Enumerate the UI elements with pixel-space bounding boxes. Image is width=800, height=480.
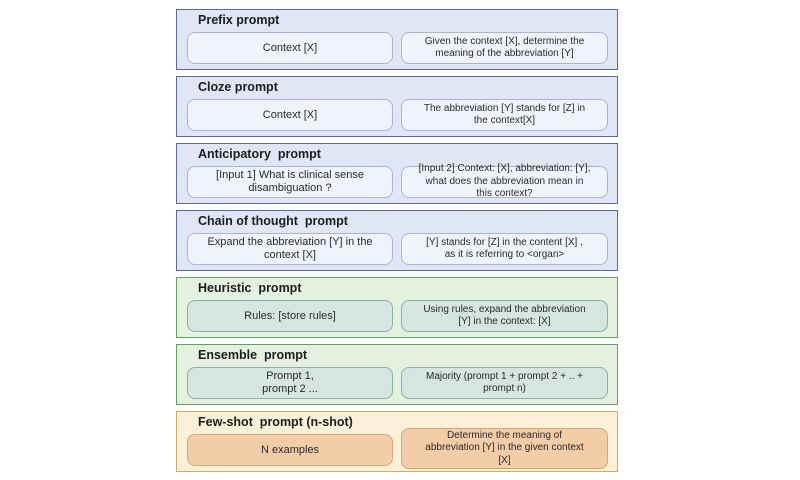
panel-title: Heuristic prompt bbox=[198, 281, 302, 295]
prompt-template-box: The abbreviation [Y] stands for [Z] in t… bbox=[401, 99, 608, 131]
input-box: [Input 1] What is clinical sense disambi… bbox=[187, 166, 393, 198]
panel-title: Few-shot prompt (n-shot) bbox=[198, 415, 353, 429]
cloze-prompt-panel: Cloze prompt Context [X] The abbreviatio… bbox=[176, 76, 618, 137]
prompt-types-diagram: Prefix prompt Context [X] Given the cont… bbox=[176, 9, 618, 478]
chain-of-thought-prompt-panel: Chain of thought prompt Expand the abbre… bbox=[176, 210, 618, 271]
input-box: Expand the abbreviation [Y] in the conte… bbox=[187, 233, 393, 265]
heuristic-prompt-panel: Heuristic prompt Rules: [store rules] Us… bbox=[176, 277, 618, 338]
anticipatory-prompt-panel: Anticipatory prompt [Input 1] What is cl… bbox=[176, 143, 618, 204]
input-box: Context [X] bbox=[187, 32, 393, 64]
prompt-template-box: [Y] stands for [Z] in the content [X] , … bbox=[401, 233, 608, 265]
prompt-template-box: Majority (prompt 1 + prompt 2 + .. + pro… bbox=[401, 367, 608, 399]
panel-title: Prefix prompt bbox=[198, 13, 280, 27]
input-box: Prompt 1, prompt 2 ... bbox=[187, 367, 393, 399]
input-box: N examples bbox=[187, 434, 393, 466]
prompt-template-box: Determine the meaning of abbreviation [Y… bbox=[401, 428, 608, 469]
prompt-template-box: Given the context [X], determine the mea… bbox=[401, 32, 608, 64]
prompt-template-box: [Input 2] Context: [X], abbreviation: [Y… bbox=[401, 163, 608, 199]
panel-title: Cloze prompt bbox=[198, 80, 278, 94]
few-shot-prompt-panel: Few-shot prompt (n-shot) N examples Dete… bbox=[176, 411, 618, 472]
input-box: Context [X] bbox=[187, 99, 393, 131]
panel-title: Chain of thought prompt bbox=[198, 214, 348, 228]
panel-title: Anticipatory prompt bbox=[198, 147, 321, 161]
prefix-prompt-panel: Prefix prompt Context [X] Given the cont… bbox=[176, 9, 618, 70]
ensemble-prompt-panel: Ensemble prompt Prompt 1, prompt 2 ... M… bbox=[176, 344, 618, 405]
input-box: Rules: [store rules] bbox=[187, 300, 393, 332]
panel-title: Ensemble prompt bbox=[198, 348, 308, 362]
prompt-template-box: Using rules, expand the abbreviation [Y]… bbox=[401, 300, 608, 332]
